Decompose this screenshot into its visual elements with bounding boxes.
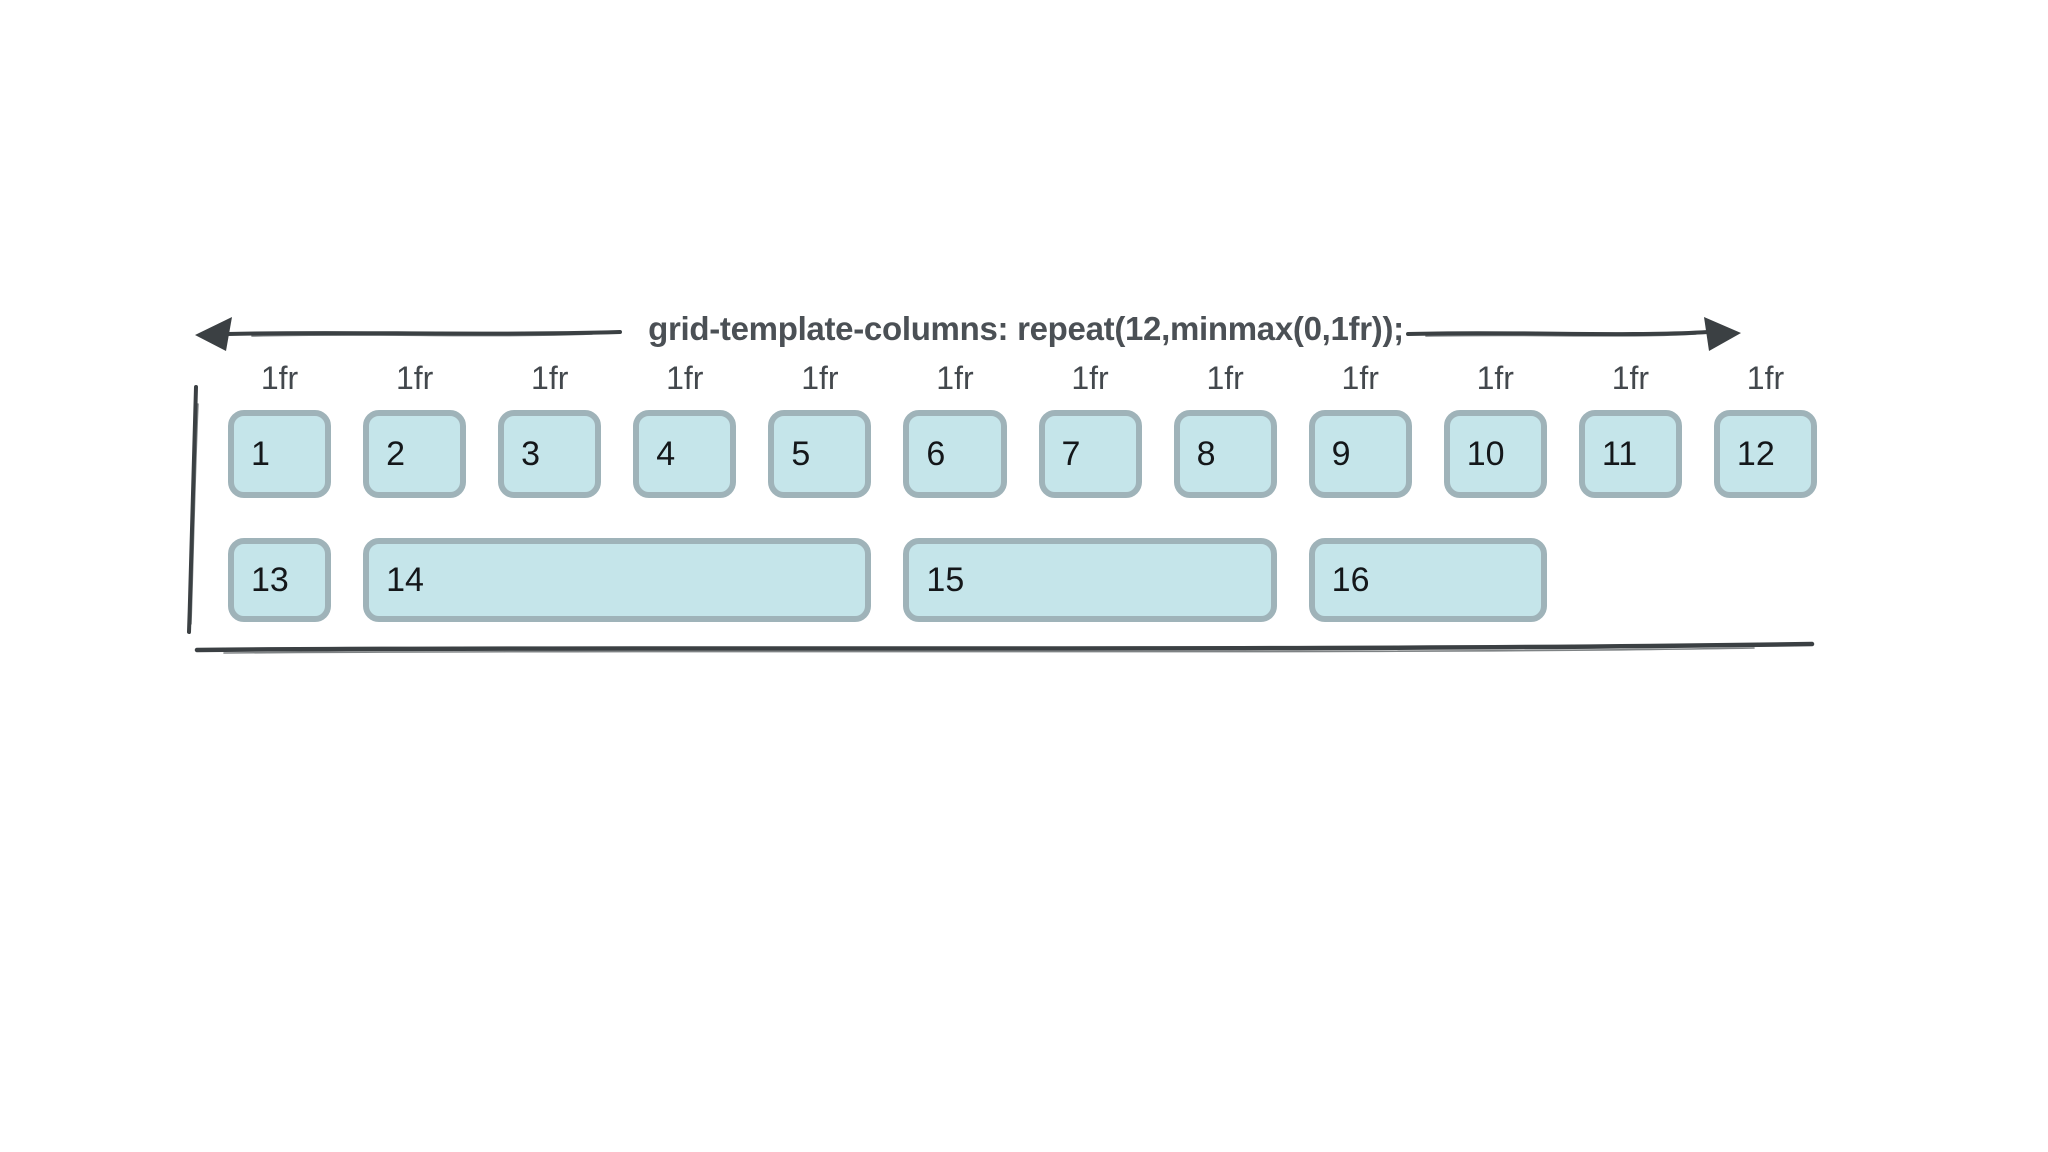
grid-item-6: 6 [903, 410, 1007, 498]
grid-bottom-edge-line [194, 641, 1815, 654]
track-size-label: 1fr [1476, 360, 1514, 396]
right-arrow-icon [1406, 317, 1741, 351]
track-size-label: 1fr [666, 360, 704, 396]
track-size-label: 1fr [1341, 360, 1379, 396]
grid-item-8: 8 [1173, 410, 1277, 498]
grid-item-11: 11 [1578, 410, 1682, 498]
grid-item-2: 2 [363, 410, 467, 498]
track-size-label: 1fr [395, 360, 434, 396]
track-size-label: 1fr [1206, 360, 1244, 396]
grid-item-10: 10 [1443, 410, 1547, 498]
grid-item-16: 16 [1308, 538, 1547, 622]
grid-item-3: 3 [498, 410, 602, 498]
diagram-title: grid-template-columns: repeat(12,minmax(… [648, 310, 1404, 347]
track-size-label: 1fr [1071, 360, 1109, 396]
grid-item-15: 15 [903, 538, 1277, 622]
track-size-label: 1fr [936, 360, 974, 396]
grid-item-1: 1 [228, 410, 332, 498]
track-size-label: 1fr [801, 360, 839, 396]
grid-left-edge-line [187, 385, 199, 634]
track-size-label: 1fr [531, 360, 569, 396]
grid-item-5: 5 [768, 410, 872, 498]
grid-demo: 1 2 3 4 5 6 7 8 9 10 11 12 13 14 15 16 [228, 410, 1817, 622]
grid-item-13: 13 [228, 538, 332, 622]
grid-item-12: 12 [1713, 410, 1817, 498]
track-size-label: 1fr [1746, 360, 1785, 396]
track-size-labels-row: 1fr 1fr 1fr 1fr 1fr 1fr 1fr 1fr 1fr 1fr … [228, 360, 1817, 398]
grid-item-7: 7 [1038, 410, 1142, 498]
track-size-label: 1fr [260, 360, 299, 396]
track-size-label: 1fr [1611, 360, 1650, 396]
grid-item-9: 9 [1308, 410, 1412, 498]
grid-item-4: 4 [633, 410, 737, 498]
left-arrow-icon [195, 317, 622, 351]
grid-item-14: 14 [363, 538, 872, 622]
